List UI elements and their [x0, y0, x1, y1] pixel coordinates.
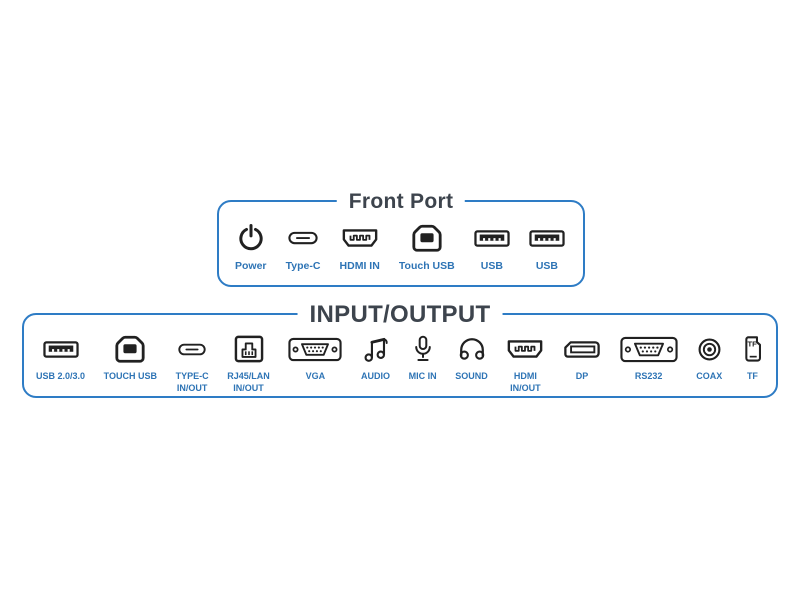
microphone-icon — [412, 332, 434, 366]
displayport-icon — [563, 332, 601, 366]
port-rs232: RS232 — [620, 332, 678, 383]
music-note-icon — [362, 332, 389, 366]
usb-c-icon — [178, 332, 206, 366]
usb-c-icon — [288, 221, 318, 255]
port-usb-2030: USB 2.0/3.0 — [36, 332, 85, 383]
coax-icon — [697, 332, 722, 366]
port-label: SOUND — [455, 371, 488, 381]
port-label: USB — [480, 260, 503, 272]
port-hdmi-inout: HDMI IN/OUT — [506, 332, 544, 394]
front-port-panel: Front Port Power Type-C — [217, 190, 585, 287]
port-label: HDMI IN — [339, 260, 380, 272]
port-label: HDMI IN/OUT — [510, 371, 541, 393]
port-label: USB 2.0/3.0 — [36, 371, 86, 381]
usb-a-icon — [474, 221, 510, 255]
port-label: RJ45/LAN IN/OUT — [227, 371, 270, 393]
tf-card-text: TF — [747, 339, 757, 348]
port-label: RS232 — [634, 371, 663, 381]
port-sound: SOUND — [455, 332, 488, 383]
usb-b-icon — [114, 332, 146, 366]
usb-b-icon — [411, 221, 443, 255]
port-hdmi-in: HDMI IN — [340, 221, 380, 274]
usb-a-icon — [42, 332, 79, 366]
port-label: TYPE-C IN/OUT — [175, 371, 209, 393]
input-output-panel: INPUT/OUTPUT USB 2.0/3.0 — [22, 301, 778, 398]
port-label: COAX — [696, 371, 723, 381]
port-label: TF — [746, 371, 758, 381]
port-mic-in: MIC IN — [409, 332, 437, 383]
port-coax: COAX — [696, 332, 722, 383]
port-usb-2: USB — [529, 221, 565, 274]
ethernet-icon — [234, 332, 264, 366]
port-label: AUDIO — [361, 371, 391, 381]
hdmi-icon — [341, 221, 379, 255]
port-touch-usb: TOUCH USB — [104, 332, 157, 383]
port-dp: DP — [563, 332, 601, 383]
port-label: Power — [235, 260, 267, 272]
io-ports-row: USB 2.0/3.0 TOUCH USB TYPE-C IN/OUT — [24, 315, 776, 396]
port-tf: TF TF — [741, 332, 764, 383]
port-audio: AUDIO — [361, 332, 390, 383]
hdmi-icon — [506, 332, 544, 366]
front-ports-row: Power Type-C HDMI IN — [219, 202, 583, 285]
port-power: Power — [235, 221, 267, 274]
port-label: Touch USB — [398, 260, 455, 272]
io-panel-title: INPUT/OUTPUT — [297, 301, 503, 329]
port-touch-usb: Touch USB — [399, 221, 455, 274]
port-label: DP — [575, 371, 589, 381]
tf-card-icon: TF — [741, 332, 764, 366]
power-icon — [237, 221, 265, 255]
port-rj45-lan: RJ45/LAN IN/OUT — [227, 332, 270, 394]
vga-icon — [288, 332, 343, 366]
port-vga: VGA — [288, 332, 343, 383]
usb-a-icon — [529, 221, 565, 255]
port-usb-1: USB — [474, 221, 510, 274]
port-label: MIC IN — [408, 371, 437, 381]
port-label: VGA — [305, 371, 326, 381]
headphones-icon — [457, 332, 487, 366]
port-label: USB — [535, 260, 559, 272]
serial-db9-icon — [620, 332, 678, 366]
port-label: TOUCH USB — [103, 371, 157, 381]
port-label: Type-C — [285, 260, 321, 272]
port-type-c-inout: TYPE-C IN/OUT — [176, 332, 209, 394]
front-panel-title: Front Port — [336, 190, 466, 214]
port-type-c: Type-C — [285, 221, 321, 274]
